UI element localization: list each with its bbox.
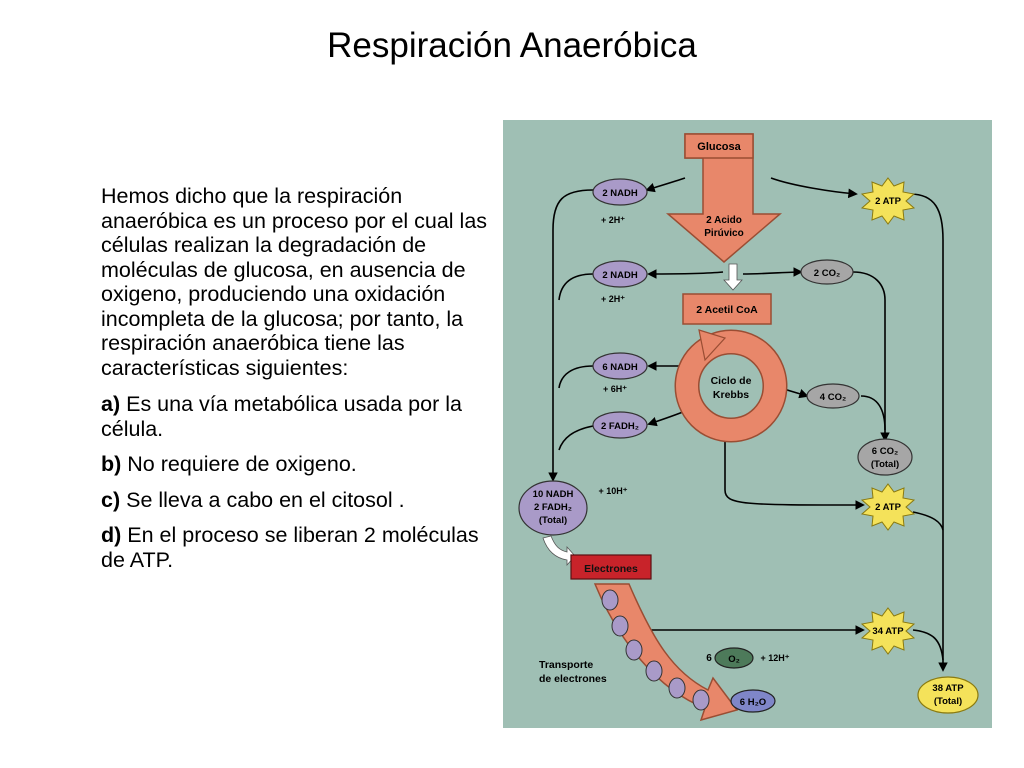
point-d: d) En el proceso se liberan 2 moléculas … — [101, 523, 496, 572]
point-d-text: En el proceso se liberan 2 moléculas de … — [101, 523, 479, 572]
respiration-diagram: Glucosa 2 Acido Pirúvico 2 Acetil CoA Ci… — [503, 120, 992, 728]
ciclo-label-1: Ciclo de — [711, 375, 752, 387]
glucosa-box — [684, 133, 754, 159]
h-3-label: + 6H⁺ — [603, 384, 627, 394]
h-1-label: + 2H⁺ — [601, 215, 625, 225]
carrier-2 — [611, 615, 629, 637]
atp-1-star — [860, 177, 916, 225]
point-a-text: Es una vía metabólica usada por la célul… — [101, 392, 462, 441]
ciclo-label-2: Krebbs — [713, 389, 749, 401]
total-label-2: 2 FADH₂ — [534, 502, 572, 513]
electron-transport-arrow — [593, 583, 739, 722]
nadh-2-label: 2 NADH — [602, 270, 638, 281]
point-a-letter: a) — [101, 392, 121, 416]
atp-2-label: 2 ATP — [875, 502, 902, 513]
atp-3-star — [860, 607, 916, 655]
intro-paragraph: Hemos dicho que la respiración anaeróbic… — [101, 184, 488, 380]
carrier-5 — [668, 677, 686, 699]
point-c: c) Se lleva a cabo en el citosol . — [101, 488, 496, 513]
nadh-1-node — [592, 178, 648, 206]
point-b-letter: b) — [101, 452, 122, 476]
carrier-4 — [645, 660, 663, 682]
atp-2-star — [860, 483, 916, 531]
acetil-coa-label: 2 Acetil CoA — [696, 304, 758, 316]
oxygen-node — [714, 647, 754, 669]
total-label-3: (Total) — [539, 515, 567, 526]
electrones-box — [570, 554, 652, 580]
co2-b-label: 4 CO₂ — [820, 392, 846, 403]
acido-label-1: 2 Acido — [706, 215, 742, 226]
piruvico-to-acetil-arrow — [723, 263, 743, 291]
acido-label-2: Pirúvico — [704, 228, 743, 239]
point-b-text: No requiere de oxigeno. — [121, 452, 357, 476]
carrier-1 — [601, 589, 619, 611]
nadh-1-label: 2 NADH — [602, 188, 638, 199]
transporte-label-2: de electrones — [539, 673, 607, 685]
h-2-label: + 2H⁺ — [601, 294, 625, 304]
slide-title: Respiración Anaeróbica — [327, 26, 697, 65]
atp-1-label: 2 ATP — [875, 196, 902, 207]
co2-total-label-1: 6 CO₂ — [872, 446, 898, 457]
carrier-3 — [625, 639, 643, 661]
co2-total-label-2: (Total) — [871, 459, 899, 470]
acetil-coa-box — [682, 293, 772, 325]
h-total-label: + 10H⁺ — [598, 486, 627, 496]
water-label: 6 H₂O — [740, 697, 766, 708]
total-label-1: 10 NADH — [533, 489, 574, 500]
point-c-letter: c) — [101, 487, 121, 512]
nadh-3-node — [592, 352, 648, 380]
co2-b-node — [806, 383, 860, 409]
transporte-label-1: Transporte — [539, 659, 593, 671]
co2-a-node — [800, 259, 854, 285]
fadh-label: 2 FADH₂ — [601, 421, 639, 432]
atp-total-label-1: 38 ATP — [932, 683, 964, 694]
co2-total-node — [857, 438, 913, 476]
krebs-cycle-ring-fill — [676, 331, 786, 441]
atp-total-label-2: (Total) — [934, 696, 962, 707]
nadh-2-node — [592, 260, 648, 288]
co2-a-label: 2 CO₂ — [814, 268, 840, 279]
point-a: a) Es una vía metabólica usada por la cé… — [101, 392, 496, 441]
atp-3-label: 34 ATP — [872, 626, 904, 637]
flow-arrows — [548, 177, 948, 672]
point-b: b) No requiere de oxigeno. — [101, 452, 496, 477]
fadh-node — [592, 411, 648, 439]
oxygen-coefficient: 6 — [706, 653, 712, 664]
krebs-cycle-arrowhead — [698, 329, 727, 362]
nadh-3-label: 6 NADH — [602, 362, 638, 373]
atp-total-node — [917, 676, 979, 714]
nadh-total-node — [518, 480, 588, 536]
glucosa-label: Glucosa — [697, 141, 741, 153]
electrones-label: Electrones — [584, 563, 638, 575]
oxygen-h-label: + 12H⁺ — [760, 653, 789, 663]
point-d-letter: d) — [101, 523, 122, 547]
point-c-text: Se lleva a cabo en el citosol . — [120, 487, 405, 512]
slide-body: Hemos dicho que la respiración anaeróbic… — [101, 184, 496, 583]
carrier-6 — [692, 689, 710, 711]
water-node — [730, 689, 776, 713]
oxygen-label: O₂ — [728, 654, 740, 665]
